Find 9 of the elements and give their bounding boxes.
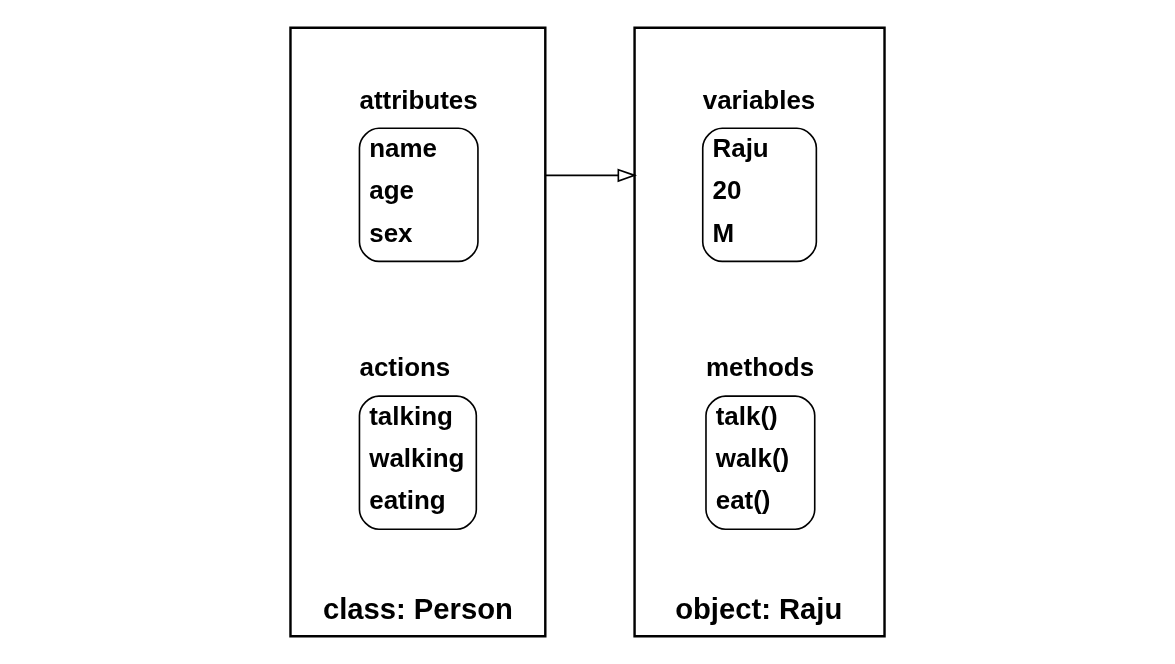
node-label: attributes bbox=[359, 84, 478, 115]
node-label: variables bbox=[702, 84, 816, 115]
node-label: methods bbox=[705, 352, 815, 383]
node-box: Raju 20 M bbox=[701, 127, 818, 263]
node-box: talk() walk() eat() bbox=[705, 395, 816, 530]
node-box: talking walking eating bbox=[358, 395, 478, 530]
node-label: actions bbox=[359, 352, 451, 383]
node-box: name age sex bbox=[358, 127, 479, 263]
arrow bbox=[544, 168, 638, 183]
